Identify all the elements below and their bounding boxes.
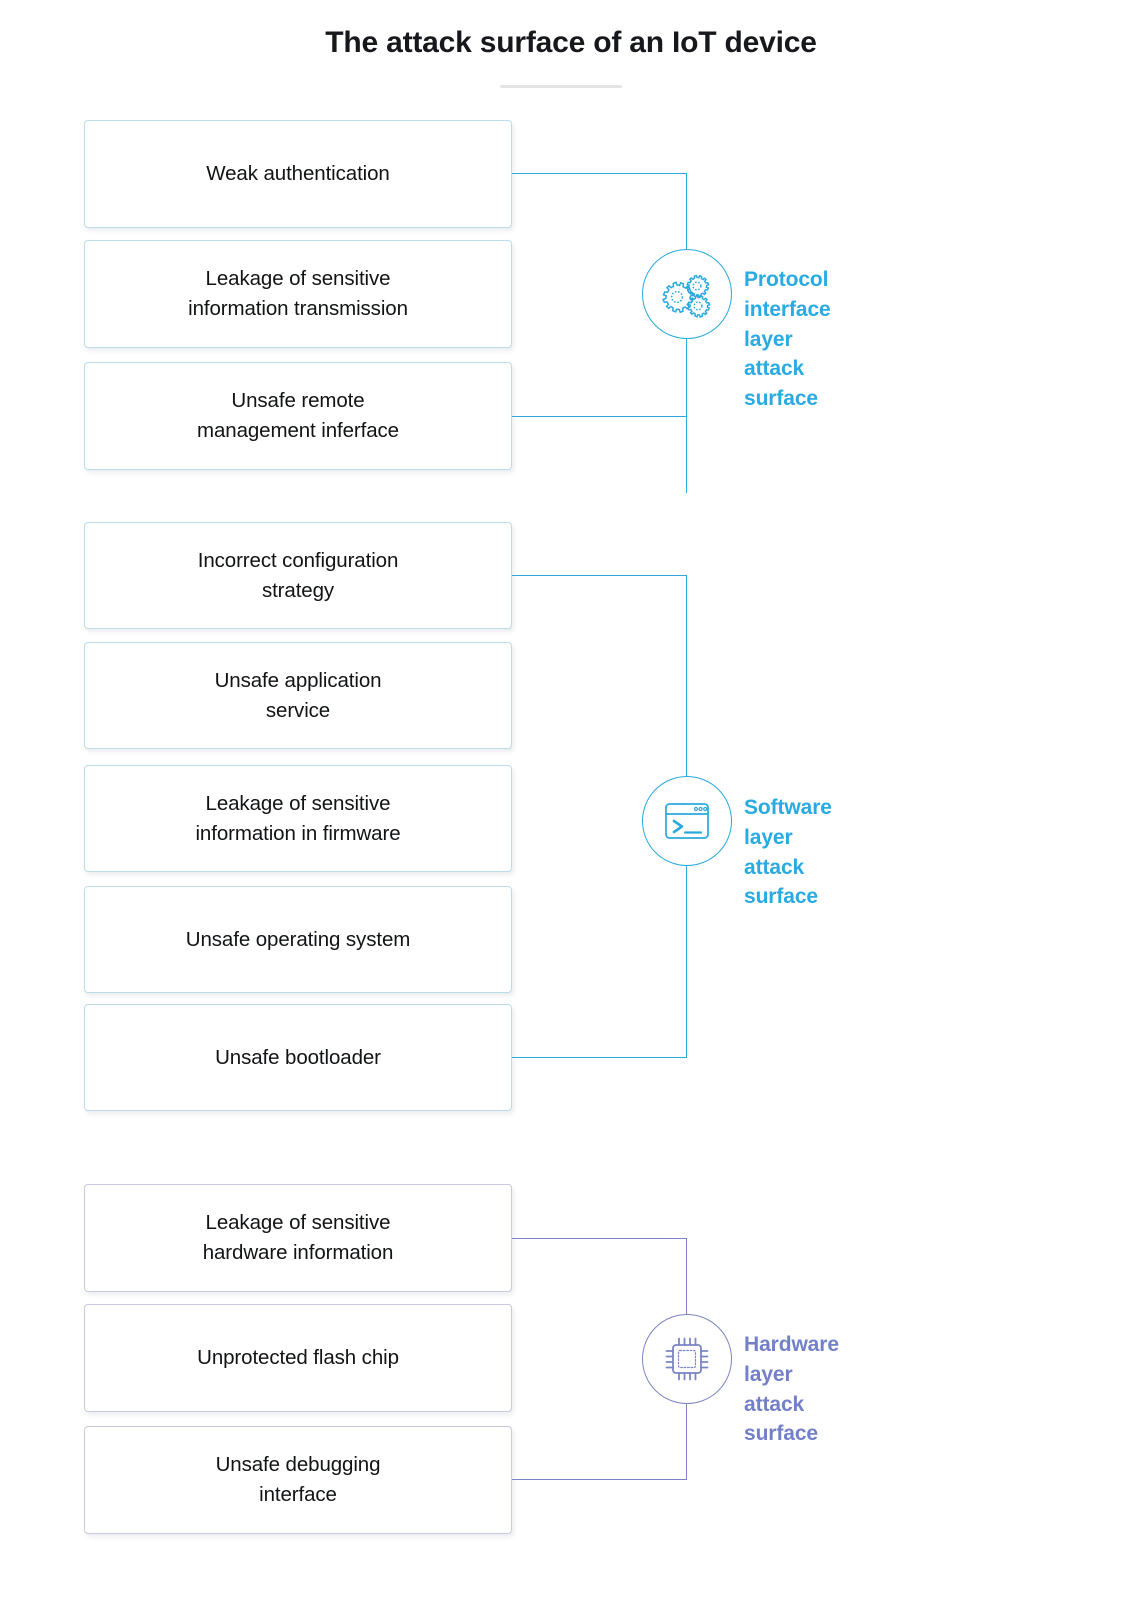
attack-surface-box[interactable]: Leakage of sensitive information in firm… — [84, 765, 512, 872]
connector-line-bottom — [512, 1057, 687, 1059]
attack-surface-box[interactable]: Unsafe remote management inferface — [84, 362, 512, 470]
cpu-chip-icon — [642, 1314, 732, 1404]
attack-surface-box[interactable]: Unsafe bootloader — [84, 1004, 512, 1111]
gears-icon — [642, 249, 732, 339]
page-title: The attack surface of an IoT device — [325, 26, 817, 59]
attack-surface-box[interactable]: Weak authentication — [84, 120, 512, 228]
box-label: Leakage of sensitive information transmi… — [188, 267, 408, 320]
attack-surface-box[interactable]: Unsafe application service — [84, 642, 512, 749]
layer-heading-hardware: Hardware layer attack surface — [744, 1333, 839, 1446]
box-label: Unsafe operating system — [185, 927, 411, 951]
layer-heading-software: Software layer attack surface — [744, 796, 832, 909]
box-label: Weak authentication — [206, 162, 390, 186]
attack-surface-box[interactable]: Leakage of sensitive hardware informatio… — [84, 1184, 512, 1292]
connector-line-vertical-upper — [686, 575, 688, 776]
connector-line-bottom — [512, 1479, 687, 1481]
box-label: Unsafe application service — [214, 668, 382, 722]
connector-line-top — [512, 1238, 687, 1240]
title-divider — [500, 85, 622, 88]
attack-surface-box[interactable]: Unprotected flash chip — [84, 1304, 512, 1412]
layer-heading-protocol: Protocol interface layer attack surface — [744, 268, 831, 411]
box-label: Leakage of sensitive information in firm… — [195, 791, 401, 845]
connector-line-vertical-lower — [686, 293, 688, 493]
connector-line-bottom — [512, 416, 687, 418]
attack-surface-box[interactable]: Leakage of sensitive information transmi… — [84, 240, 512, 348]
connector-line-vertical-upper — [686, 1238, 688, 1314]
box-label: Unsafe bootloader — [215, 1045, 381, 1069]
box-label: Leakage of sensitive hardware informatio… — [202, 1211, 394, 1264]
connector-line-vertical-lower — [686, 1404, 688, 1480]
connector-line-top — [512, 575, 687, 577]
attack-surface-box[interactable]: Unsafe debugging interface — [84, 1426, 512, 1534]
box-label: Unsafe debugging interface — [215, 1453, 381, 1506]
box-label: Unsafe remote management inferface — [197, 389, 399, 442]
box-label: Incorrect configuration strategy — [197, 548, 399, 602]
connector-line-top — [512, 173, 687, 175]
attack-surface-box[interactable]: Incorrect configuration strategy — [84, 522, 512, 629]
connector-line-vertical-upper — [686, 173, 688, 295]
terminal-icon — [642, 776, 732, 866]
box-label: Unprotected flash chip — [197, 1346, 399, 1370]
attack-surface-box[interactable]: Unsafe operating system — [84, 886, 512, 993]
connector-line-vertical-lower — [686, 866, 688, 1058]
